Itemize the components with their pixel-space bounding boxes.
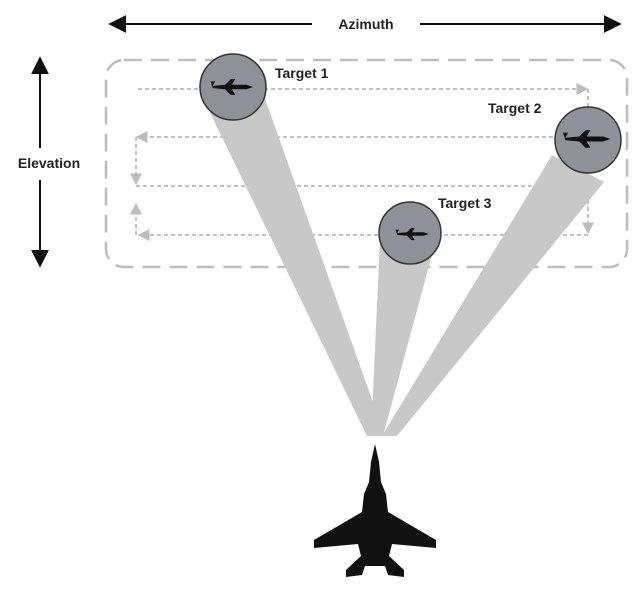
elevation-axis: Elevation	[18, 56, 80, 268]
radar-beams	[202, 96, 604, 436]
azimuth-label: Azimuth	[338, 16, 393, 32]
elevation-label: Elevation	[18, 155, 80, 171]
fighter-jet-icon	[314, 444, 436, 577]
azimuth-axis: Azimuth	[108, 15, 622, 33]
target-3-label: Target 3	[438, 195, 492, 211]
raster-scan-path	[130, 83, 594, 241]
target-3: Target 3	[378, 195, 492, 265]
beam-target-2	[382, 155, 604, 436]
beam-target-3	[371, 240, 436, 436]
target-2: Target 2	[488, 100, 622, 174]
scan-volume-box	[104, 58, 629, 269]
target-2-label: Target 2	[488, 100, 542, 116]
target-1: Target 1	[199, 53, 329, 121]
target-1-label: Target 1	[275, 65, 329, 81]
beam-target-1	[202, 96, 385, 436]
fighter-jet-silhouette	[314, 444, 436, 577]
